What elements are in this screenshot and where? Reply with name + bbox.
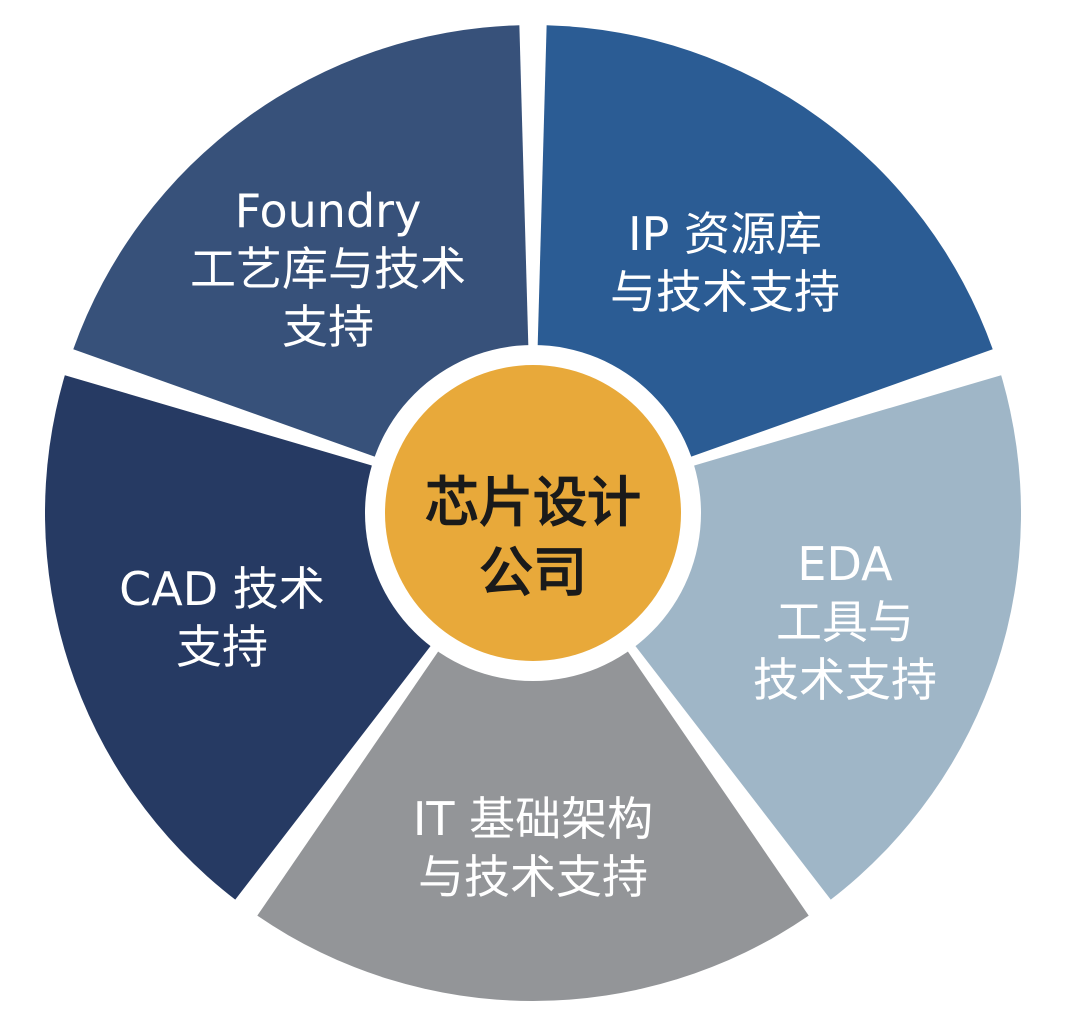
segment-it (257, 513, 809, 1002)
label-eda-line-3: 技术支持 (753, 653, 937, 707)
center-label-line-2: 公司 (479, 541, 587, 604)
label-foundry-line-2: 工艺库与技术 (190, 242, 466, 296)
label-foundry: Foundry 工艺库与技术 支持 (190, 182, 466, 356)
center-label: 芯片设计 公司 (425, 468, 641, 608)
label-eda-line-2: 工具与 (776, 595, 914, 649)
label-ip-line-1: IP 资源库 (628, 207, 822, 261)
label-cad-line-1: CAD 技术 (119, 562, 325, 616)
label-cad-line-2: 支持 (175, 620, 268, 674)
center-hub (385, 365, 681, 661)
label-it-line-1: IT 基础架构 (412, 792, 654, 846)
label-it-line-2: 与技术支持 (417, 850, 648, 904)
label-it: IT 基础架构 与技术支持 (413, 790, 653, 906)
label-foundry-line-1: Foundry (234, 184, 422, 238)
center-label-line-1: 芯片设计 (425, 471, 641, 534)
label-eda: EDA 工具与 技术支持 (753, 535, 937, 709)
label-cad: CAD 技术 支持 (119, 560, 325, 676)
label-ip-line-2: 与技术支持 (610, 265, 840, 319)
label-eda-line-1: EDA (797, 537, 893, 591)
label-foundry-line-3: 支持 (282, 300, 374, 354)
label-ip: IP 资源库 与技术支持 (610, 205, 840, 321)
